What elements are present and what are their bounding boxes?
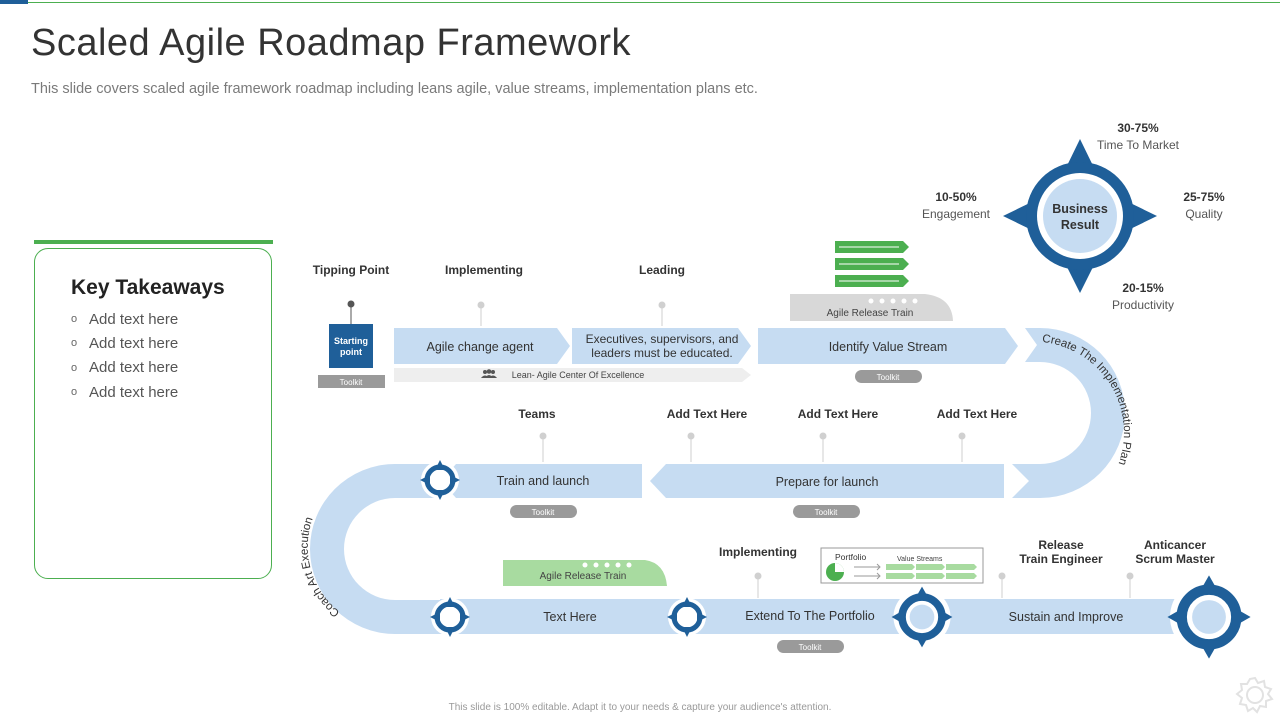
header-tipping-point: Tipping Point [313,263,389,277]
header-implementing-2: Implementing [719,545,797,559]
step-executives-line2: leaders must be educated. [591,346,732,360]
page-subtitle: This slide covers scaled agile framework… [31,81,758,97]
train-windows [868,298,918,304]
metric-quality-label: Quality [1185,207,1222,221]
top-divider [0,2,1280,3]
bullet-icon: o [71,313,78,326]
connector-dots-row3 [754,572,1134,580]
metric-time-value: 30-75% [1117,121,1159,135]
value-stream-bars [886,564,977,579]
starting-point-line1: Starting [334,336,368,346]
toolkit-tag [777,640,844,653]
connector-dot [347,300,355,308]
release-train-top-label: Agile Release Train [827,308,914,319]
arrow-icons [854,563,881,580]
starting-point-box [329,324,373,368]
step-identify-value-stream [758,328,1018,364]
metric-engagement-label: Engagement [922,207,991,221]
step-extend-portfolio-label: Extend To The Portfolio [745,609,875,623]
release-train-top [790,294,953,321]
metric-engagement-value: 10-50% [935,190,977,204]
header-teams: Teams [518,407,555,421]
compass-icon-large [892,587,953,648]
metric-productivity-label: Productivity [1112,298,1174,312]
key-takeaways-accent [34,240,273,244]
bullet-icon: o [71,386,78,399]
toolkit-tag [855,370,922,383]
metric-time-label: Time To Market [1097,138,1180,152]
step-sustain-improve-label: Sustain and Improve [1009,610,1124,624]
page-title: Scaled Agile Roadmap Framework [31,22,632,64]
step-agile-change-agent [394,328,570,364]
connector-dot [658,301,666,309]
pie-icon [826,563,844,581]
toolkit-tag [510,505,577,518]
compass-icon-final [1167,575,1250,658]
team-icon [481,369,497,378]
step-prepare-for-launch-label: Prepare for launch [776,475,879,489]
starting-point-line2: point [340,347,362,357]
toolkit-label: Toolkit [532,508,555,517]
header-anticancer-line1: Anticancer [1144,538,1206,552]
toolkit-label: Toolkit [340,378,363,387]
step-executives-line1: Executives, supervisors, and [586,332,739,346]
step-prepare-for-launch [650,464,1004,498]
curve-coach-art-execution [310,464,450,634]
step-train-and-launch-label: Train and launch [497,474,590,488]
header-implementing: Implementing [445,263,523,277]
value-streams-label: Value Streams [897,556,943,563]
header-add-text-1: Add Text Here [667,407,748,421]
bullet-icon: o [71,337,78,350]
gear-icon [1235,676,1274,714]
connectors-row3 [757,578,1131,598]
header-add-text-3: Add Text Here [937,407,1018,421]
toolkit-label: Toolkit [815,508,838,517]
connectors-row2 [542,438,963,462]
step-executives [572,328,751,364]
top-accent [0,0,28,4]
header-rte-line2: Train Engineer [1019,552,1103,566]
bullet-icon: o [71,361,78,374]
business-result-line2: Result [1061,218,1100,232]
key-takeaways-heading: Key Takeaways [71,276,225,299]
business-result-line1: Business [1052,202,1108,216]
bottom-band [440,599,1210,634]
business-result-wheel [1003,139,1157,293]
header-anticancer-line2: Scrum Master [1135,552,1215,566]
portfolio-label: Portfolio [835,552,866,562]
curve-create-implementation-plan [1012,328,1125,498]
toolkit-tag [793,505,860,518]
footer-note: This slide is 100% editable. Adapt it to… [448,702,832,713]
metric-quality-value: 25-75% [1183,190,1225,204]
connector-dot [477,301,485,309]
toolkit-label: Toolkit [799,643,822,652]
release-train-bottom-label: Agile Release Train [540,571,627,582]
train-windows [582,562,632,568]
release-train-bottom [503,560,667,586]
header-leading: Leading [639,263,685,277]
toolkit-tag [318,375,385,388]
connector-dots-row2 [539,432,966,440]
metric-productivity-value: 20-15% [1122,281,1164,295]
step-train-and-launch [441,464,642,498]
header-add-text-2: Add Text Here [798,407,879,421]
step-agile-change-agent-label: Agile change agent [426,340,534,354]
step-text-here-label: Text Here [543,610,597,624]
header-rte-line1: Release [1038,538,1084,552]
lace-label: Lean- Agile Center Of Excellence [512,370,645,380]
step-identify-value-stream-label: Identify Value Stream [829,340,948,354]
toolkit-label: Toolkit [877,373,900,382]
